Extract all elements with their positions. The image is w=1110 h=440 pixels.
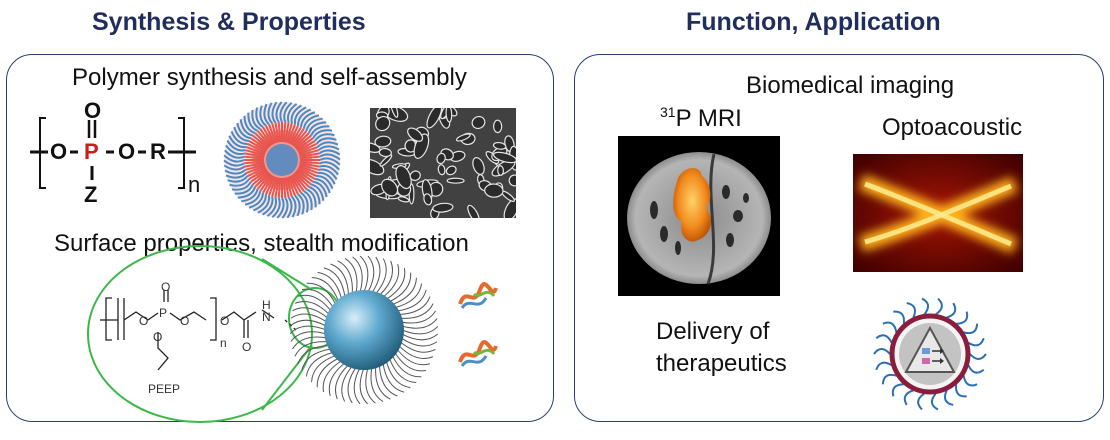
mri-label: 31P MRI [660,104,742,133]
peep-o3: O [180,314,190,328]
formula-phosphorus: P [84,139,99,164]
peep-o2: O [139,314,149,328]
delivery-label-line1: Delivery of [656,318,770,345]
delivery-label-line2: therapeutics [656,350,787,377]
formula-bonds [30,117,196,189]
peep-subscript-n: n [220,336,227,350]
peep-zoom-graphic [87,245,342,423]
peep-o4: O [153,330,163,344]
formula-o-left: O [50,139,68,164]
stealth-nanoparticle-image [286,250,442,406]
peep-o5: O [220,314,230,328]
optoacoustic-image [853,154,1023,272]
micelle-graphic [223,101,341,219]
mri-image [618,136,780,296]
synthesis-label: Polymer synthesis and self-assembly [72,64,467,91]
peep-p: P [159,306,168,320]
optoacoustic-label: Optoacoustic [882,114,1023,141]
mri-text: P MRI [675,105,742,132]
drug-carrier-image [872,296,988,412]
surface-label: Surface properties, stealth modification [54,230,469,257]
protein-icon-2 [456,340,500,370]
formula-r: R [150,139,166,164]
formula-subscript-n: n [188,172,201,197]
peep-n: N [262,310,271,324]
mri-isotope: 31 [660,104,676,120]
formula-o-top: O [84,98,102,123]
formula-z: Z [84,182,98,207]
peep-name: PEEP [148,382,181,396]
micelle-image [220,98,344,222]
polymer-formula: O O P O R Z n [26,98,216,208]
right-heading: Function, Application [686,8,941,36]
imaging-label: Biomedical imaging [746,72,955,99]
peep-o6: O [242,340,252,354]
sem-micrograph [370,108,516,218]
peep-o1: O [161,280,171,294]
left-heading: Synthesis & Properties [92,8,366,36]
protein-icon-1 [456,282,500,312]
formula-o-right: O [118,139,136,164]
peep-h: H [262,298,271,312]
